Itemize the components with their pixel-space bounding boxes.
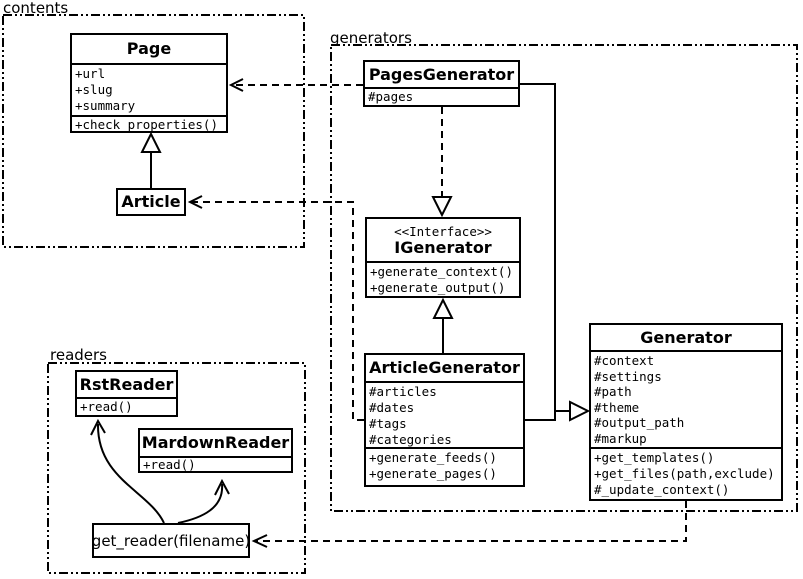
attribute-row: #context [594, 353, 655, 368]
attribute-row: #pages [368, 89, 414, 104]
class-methods-mardownreader: +read() [140, 456, 291, 471]
class-box-igenerator: <<Interface>> IGenerator +generate_conte… [365, 217, 521, 298]
method-row: +generate_pages() [369, 466, 497, 481]
method-row: +get_templates() [594, 450, 715, 465]
class-box-article: Article [116, 188, 186, 216]
class-box-rstreader: RstReader +read() [75, 370, 178, 417]
class-methods-rstreader: +read() [77, 397, 176, 415]
edge-article-to-page-generalization [140, 131, 162, 188]
class-attributes-articlegenerator: #articles #dates #tags #categories [366, 381, 523, 447]
package-border-readers [47, 362, 306, 574]
edge-getreader-to-rstreader-arrow [90, 418, 165, 524]
class-box-pagesgenerator: PagesGenerator #pages [363, 60, 520, 107]
edge-articlegenerator-to-article-dependency [187, 195, 364, 421]
class-title-pagesgenerator: PagesGenerator [368, 64, 515, 84]
class-methods-generator: +get_templates() +get_files(path,exclude… [591, 447, 781, 499]
attribute-row: +url [75, 66, 106, 81]
class-stereotype: <<Interface>> [394, 223, 492, 239]
edge-pagesgenerator-to-page-dependency [228, 78, 363, 92]
package-label-generators: generators [330, 29, 412, 47]
class-box-articlegenerator: ArticleGenerator #articles #dates #tags … [364, 353, 525, 487]
method-row: +check_properties() [75, 117, 218, 132]
attribute-row: #categories [369, 432, 452, 447]
attribute-row: #output_path [594, 415, 685, 431]
class-title-rstreader: RstReader [79, 374, 174, 394]
method-row: +get_files(path,exclude) [594, 466, 775, 481]
attribute-row: +slug [75, 82, 113, 97]
method-row: +generate_context() [370, 264, 513, 279]
attribute-row: #path [594, 384, 632, 400]
method-row: +generate_feeds() [369, 450, 497, 465]
class-box-mardownreader: MardownReader +read() [138, 428, 293, 473]
edge-generators-to-generator-generalization [520, 83, 591, 422]
function-box-get-reader: get_reader(filename) [92, 523, 250, 558]
method-row: +read() [143, 457, 196, 471]
edge-articlegenerator-to-igenerator-generalization [432, 297, 454, 353]
attribute-row: #dates [369, 400, 415, 415]
package-border-contents [2, 14, 305, 248]
class-title-igenerator: <<Interface>> IGenerator [367, 219, 519, 261]
class-methods-articlegenerator: +generate_feeds() +generate_pages() [366, 447, 523, 485]
package-label-contents: contents [3, 0, 69, 17]
method-row: +read() [80, 399, 133, 414]
attribute-row: #settings [594, 368, 662, 384]
attribute-row: #articles [369, 384, 437, 399]
package-border-generators [330, 44, 798, 512]
edge-pagesgenerator-to-igenerator-realization [431, 107, 453, 218]
method-row: #_update_context() [594, 482, 730, 497]
class-attributes-generator: #context #settings #path #theme #output_… [591, 350, 781, 447]
edge-generator-to-getreader-dependency [251, 501, 687, 548]
class-methods-igenerator: +generate_context() +generate_output() [367, 261, 519, 296]
class-box-page: Page +url +slug +summary +check_properti… [70, 33, 228, 133]
class-methods-page: +check_properties() [72, 115, 226, 131]
class-title-generator: Generator [640, 327, 732, 347]
method-row: +generate_output() [370, 280, 506, 295]
class-title-article: Article [121, 192, 181, 211]
class-title-mardownreader: MardownReader [141, 433, 290, 452]
attribute-row: #tags [369, 416, 407, 431]
package-label-readers: readers [50, 346, 107, 364]
attribute-row: +summary [75, 98, 136, 113]
class-attributes-pagesgenerator: #pages [365, 87, 518, 105]
attribute-row: #theme [594, 399, 640, 415]
class-attributes-page: +url +slug +summary [72, 63, 226, 115]
attribute-row: #markup [594, 430, 647, 446]
edge-getreader-to-mardownreader-arrow [177, 478, 230, 524]
class-title-articlegenerator: ArticleGenerator [369, 358, 520, 377]
class-box-generator: Generator #context #settings #path #them… [589, 323, 783, 501]
class-title-page: Page [126, 39, 172, 58]
class-title-text: IGenerator [394, 237, 492, 257]
